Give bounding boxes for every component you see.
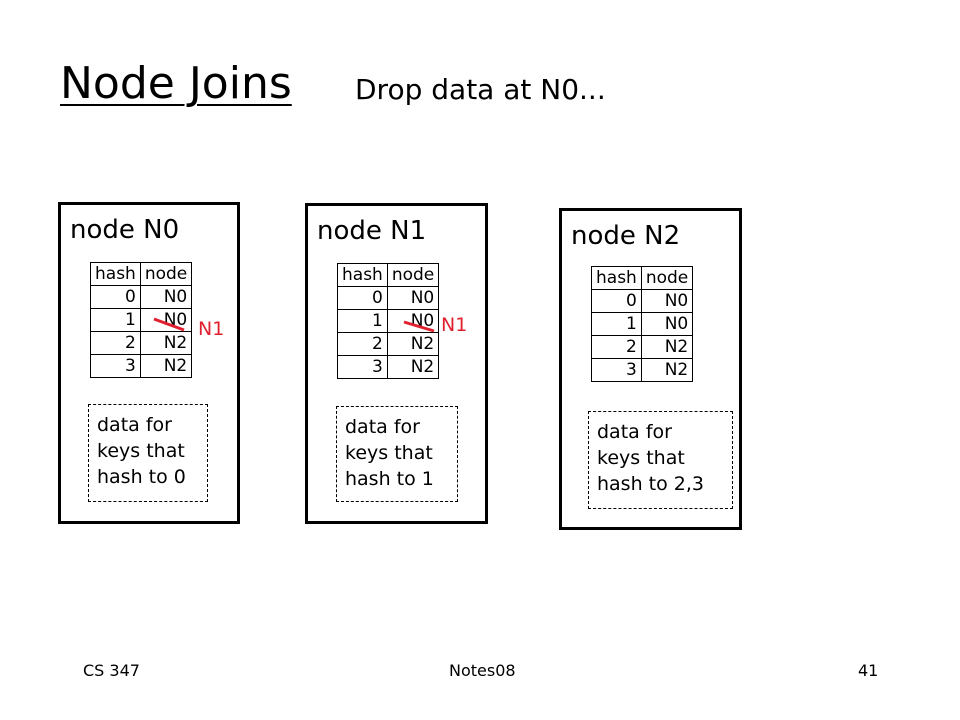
node-cell: N0 (640, 312, 694, 336)
node-n2-box: node N2 hash node 0 N0 1 N0 2 N2 3 N2 da… (559, 208, 742, 530)
hash-cell: 3 (591, 358, 642, 382)
hash-table: hash node 0 N0 1 N0 2 N2 3 N2 (90, 262, 193, 378)
node-cell: N2 (139, 354, 193, 378)
header-hash: hash (90, 262, 141, 286)
data-line: hash to 0 (97, 466, 186, 488)
node-n1-box: node N1 hash node 0 N0 1 N0 2 N2 3 N2 N1… (305, 203, 488, 524)
header-node: node (386, 263, 440, 287)
node-title: node N0 (70, 215, 180, 245)
data-line: data for (97, 414, 172, 436)
hash-cell: 2 (591, 335, 642, 359)
hash-cell: 1 (337, 309, 388, 333)
data-line: keys that (597, 447, 685, 469)
node-cell: N0 (386, 286, 440, 310)
table-row: 2 N2 (591, 335, 694, 359)
table-header-row: hash node (90, 262, 193, 286)
slide-subtitle: Drop data at N0... (355, 73, 606, 106)
slide-title: Node Joins (60, 58, 292, 109)
data-box: data for keys that hash to 1 (336, 406, 458, 502)
table-row: 3 N2 (90, 354, 193, 378)
node-n0-box: node N0 hash node 0 N0 1 N0 2 N2 3 N2 N1… (58, 202, 240, 524)
footer-course: CS 347 (83, 661, 140, 680)
node-cell: N2 (386, 355, 440, 379)
table-row: 0 N0 (337, 286, 440, 310)
update-label: N1 (198, 318, 225, 340)
data-box: data for keys that hash to 2,3 (588, 411, 733, 509)
node-cell: N0 (139, 285, 193, 309)
header-hash: hash (337, 263, 388, 287)
table-row: 1 N0 (90, 308, 193, 332)
table-header-row: hash node (591, 266, 694, 290)
table-row: 2 N2 (337, 332, 440, 356)
node-title: node N2 (571, 221, 681, 251)
hash-table: hash node 0 N0 1 N0 2 N2 3 N2 (591, 266, 694, 382)
header-hash: hash (591, 266, 642, 290)
hash-cell: 0 (591, 289, 642, 313)
node-cell: N2 (640, 335, 694, 359)
hash-cell: 3 (337, 355, 388, 379)
footer-notes: Notes08 (449, 661, 516, 680)
data-box: data for keys that hash to 0 (88, 404, 208, 502)
footer-page-number: 41 (858, 661, 879, 680)
table-header-row: hash node (337, 263, 440, 287)
data-line: data for (345, 416, 420, 438)
data-line: data for (597, 421, 672, 443)
node-title: node N1 (317, 216, 427, 246)
hash-cell: 1 (591, 312, 642, 336)
hash-cell: 0 (337, 286, 388, 310)
header-node: node (139, 262, 193, 286)
hash-cell: 0 (90, 285, 141, 309)
table-row: 0 N0 (90, 285, 193, 309)
hash-cell: 1 (90, 308, 141, 332)
data-line: keys that (345, 442, 433, 464)
node-cell: N0 (640, 289, 694, 313)
hash-cell: 2 (337, 332, 388, 356)
node-cell: N0 (139, 308, 193, 332)
table-row: 0 N0 (591, 289, 694, 313)
node-cell: N2 (640, 358, 694, 382)
table-row: 3 N2 (337, 355, 440, 379)
hash-cell: 2 (90, 331, 141, 355)
strike-line (153, 317, 185, 332)
data-line: keys that (97, 440, 185, 462)
data-line: hash to 2,3 (597, 473, 704, 495)
data-line: hash to 1 (345, 468, 434, 490)
table-row: 3 N2 (591, 358, 694, 382)
strike-line (403, 320, 435, 333)
hash-cell: 3 (90, 354, 141, 378)
table-row: 1 N0 (591, 312, 694, 336)
header-node: node (640, 266, 694, 290)
update-label: N1 (441, 314, 468, 336)
